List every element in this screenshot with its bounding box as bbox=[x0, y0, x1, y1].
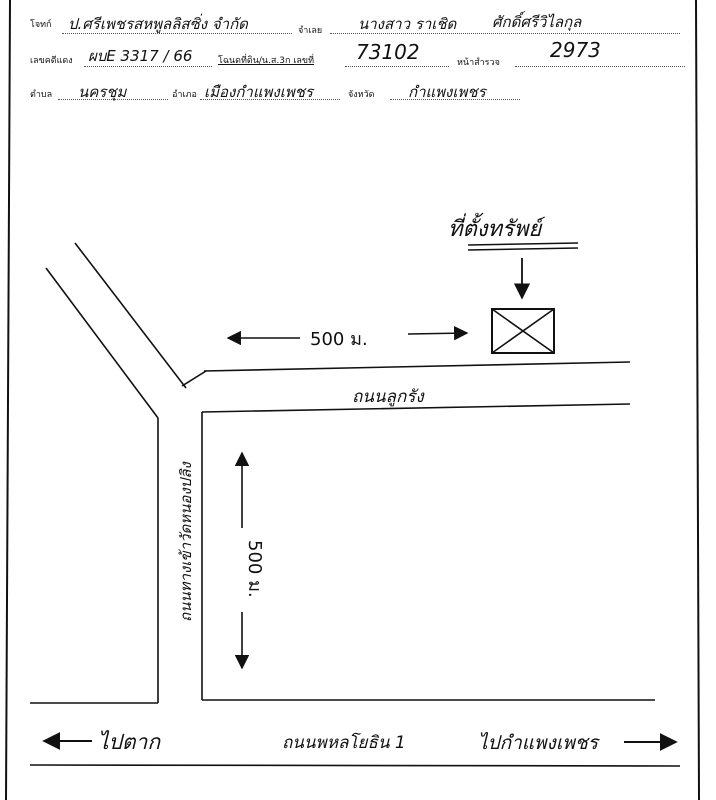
plaintiff-label: โจทก์ bbox=[30, 20, 52, 30]
red-case-dotted-line bbox=[84, 66, 212, 67]
main-road-bottom-edge bbox=[29, 764, 681, 767]
district-label: อำเภอ bbox=[172, 90, 197, 100]
defendant-value: นางสาว ราเชิด bbox=[358, 15, 457, 33]
upper-road-top-edge bbox=[203, 361, 631, 372]
property-label: ที่ตั้งทรัพย์ bbox=[448, 212, 546, 242]
upper-road-bottom-edge bbox=[201, 403, 631, 413]
subdistrict-label: ตำบล bbox=[30, 90, 53, 100]
province-dotted-line bbox=[390, 99, 520, 100]
defendant-label: จำเลย bbox=[298, 26, 323, 36]
defendant-dotted-line bbox=[330, 33, 680, 34]
vertical-road-label: ถนนทางเข้าวัดหนองปลิง bbox=[177, 461, 195, 622]
red-case-value: ผบE 3317 / 66 bbox=[88, 47, 193, 65]
direction-left-label: ไปตาก bbox=[98, 730, 161, 754]
diagonal-road-edge-right bbox=[74, 242, 187, 389]
title-deed-label: โฉนดที่ดิน/น.ส.3ก เลขที่ bbox=[218, 56, 315, 66]
horizontal-distance-arrow-right bbox=[407, 326, 469, 341]
subdistrict-dotted-line bbox=[58, 99, 168, 100]
survey-page-label: หน้าสำรวจ bbox=[457, 58, 500, 68]
direction-right-label: ไปกำแพงเพชร bbox=[478, 731, 601, 754]
province-label: จังหวัด bbox=[348, 90, 375, 100]
plaintiff-dotted-line bbox=[62, 33, 292, 34]
diagonal-road-edge-left bbox=[45, 267, 159, 419]
red-case-label: เลขคดีแดง bbox=[30, 56, 73, 66]
district-value: เมืองกำแพงเพชร bbox=[204, 83, 313, 101]
property-label-underline bbox=[467, 242, 579, 251]
vertical-distance-label: 500 ม. bbox=[244, 540, 265, 598]
survey-page-dotted-line bbox=[515, 66, 685, 67]
main-road-label: ถนนพหลโยธิน 1 bbox=[282, 732, 406, 753]
upper-road-label: ถนนลูกรัง bbox=[352, 387, 425, 407]
road-junction-connector bbox=[181, 370, 207, 387]
title-deed-dotted-line bbox=[345, 66, 449, 67]
property-box bbox=[491, 308, 555, 354]
page-border bbox=[5, 0, 700, 800]
province-value: กำแพงเพชร bbox=[408, 83, 486, 101]
horizontal-distance-label: 500 ม. bbox=[310, 329, 368, 350]
title-deed-value: 73102 bbox=[356, 40, 420, 64]
survey-page-value: 2973 bbox=[550, 38, 601, 62]
defendant-extra: ศักดิ์ศรีวิไลกุล bbox=[492, 13, 582, 31]
district-dotted-line bbox=[200, 99, 340, 100]
subdistrict-value: นครชุม bbox=[78, 83, 127, 101]
plaintiff-value: ป.ศรีเพชรสหพูลลิสซิ่ง จำกัด bbox=[68, 15, 248, 33]
